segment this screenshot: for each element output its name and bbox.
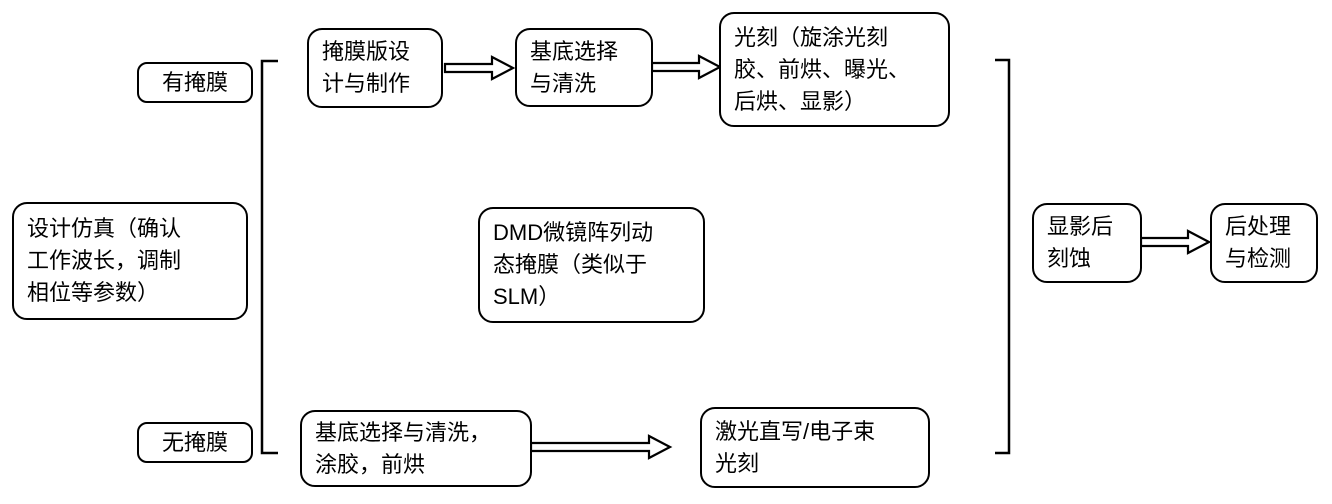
node-post-develop-etch: 显影后 刻蚀 — [1032, 203, 1142, 283]
node-text-line: SLM） — [493, 284, 561, 309]
node-text-line: 光刻（旋涂光刻 — [734, 24, 889, 50]
node-text-line: 基底选择与清洗， — [315, 419, 492, 445]
node-dmd-dynamic-mask: DMD微镜阵列动 态掩膜（类似于 SLM） — [478, 207, 705, 323]
node-post-processing-inspection: 后处理 与检测 — [1210, 203, 1318, 283]
arrow-coat-to-direct-write-icon — [529, 434, 673, 460]
node-text-line: 计与制作 — [322, 71, 411, 96]
arrow-etch-to-post-process-icon — [1139, 229, 1212, 255]
node-design-simulation: 设计仿真（确认 工作波长，调制 相位等参数） — [12, 202, 248, 320]
node-text-line: 后烘、显影） — [734, 88, 867, 114]
node-substrate-cleaning-coating: 基底选择与清洗， 涂胶，前烘 — [300, 410, 532, 487]
node-text-line: 与清洗 — [530, 70, 597, 96]
node-text-line: 显影后 — [1047, 214, 1114, 239]
node-with-mask-label: 有掩膜 — [137, 62, 253, 103]
node-text-line: 与检测 — [1225, 246, 1292, 271]
left-branch-bracket — [260, 59, 278, 455]
arrow-mask-design-to-substrate-icon — [443, 55, 516, 81]
node-mask-design: 掩膜版设 计与制作 — [307, 28, 443, 108]
node-text-line: 无掩膜 — [161, 429, 228, 455]
node-text-line: 胶、前烘、曝光、 — [734, 56, 911, 82]
arrow-substrate-to-lithography-icon — [650, 54, 723, 80]
node-lithography: 光刻（旋涂光刻 胶、前烘、曝光、 后烘、显影） — [719, 12, 950, 127]
node-laser-direct-write: 激光直写/电子束 光刻 — [700, 407, 930, 488]
node-text-line: 有掩膜 — [161, 69, 228, 95]
right-merge-bracket — [995, 58, 1011, 455]
node-text-line: 激光直写/电子束 — [715, 418, 876, 444]
node-text-line: 光刻 — [715, 450, 760, 476]
node-text-line: DMD微镜阵列动 — [493, 220, 654, 245]
node-text-line: 刻蚀 — [1047, 246, 1092, 271]
node-text-line: 基底选择 — [530, 38, 619, 64]
node-without-mask-label: 无掩膜 — [137, 422, 253, 463]
node-text-line: 掩膜版设 — [322, 39, 411, 64]
node-text-line: 后处理 — [1225, 214, 1292, 239]
node-text-line: 相位等参数） — [27, 280, 160, 305]
node-text-line: 涂胶，前烘 — [315, 451, 426, 477]
node-text-line: 设计仿真（确认 — [27, 216, 182, 241]
node-text-line: 工作波长，调制 — [27, 248, 182, 273]
node-text-line: 态掩膜（类似于 — [493, 252, 648, 277]
node-substrate-selection-cleaning: 基底选择 与清洗 — [515, 28, 653, 107]
